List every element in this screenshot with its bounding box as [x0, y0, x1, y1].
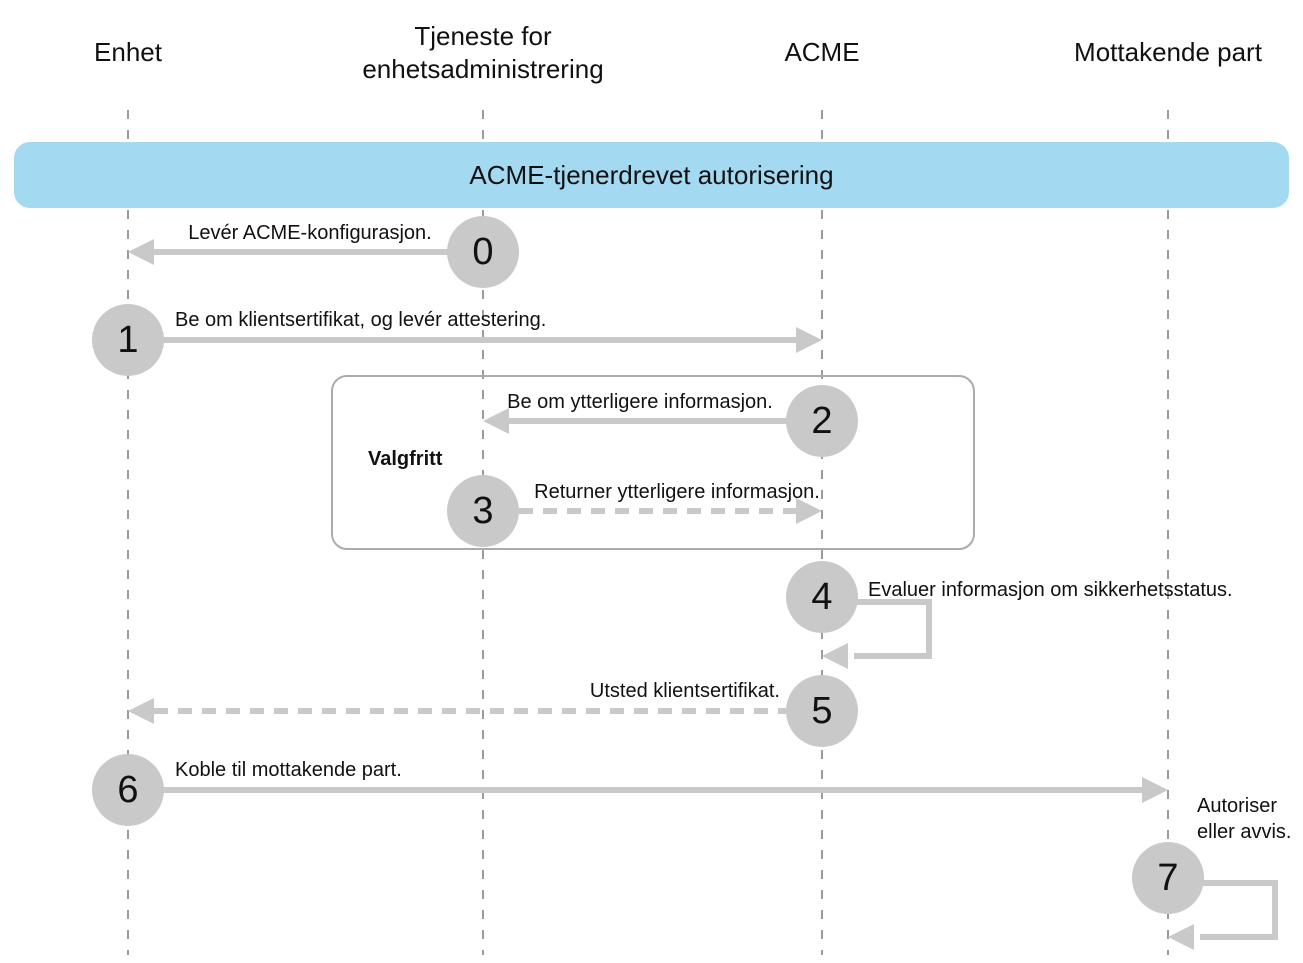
actor-label-tjeneste: Tjeneste for enhetsadministrering [362, 21, 604, 84]
message-line-step-6 [128, 787, 1142, 793]
step-circle-3: 3 [447, 475, 519, 547]
step-number-1: 1 [117, 318, 139, 361]
lifeline-acme [821, 110, 823, 955]
arrowhead-left-step-7 [1168, 924, 1194, 950]
step-circle-6: 6 [92, 754, 164, 826]
message-line-step-5 [154, 708, 786, 714]
arrowhead-left-step-4 [822, 643, 848, 669]
step-circle-7: 7 [1132, 842, 1204, 914]
step-circle-1: 1 [92, 304, 164, 376]
message-line-step-1 [128, 337, 798, 343]
diagram-title: ACME-tjenerdrevet autorisering [469, 159, 834, 190]
optional-group-label: Valgfritt [368, 448, 443, 470]
step-circle-0: 0 [447, 216, 519, 288]
lifeline-enhet [127, 110, 129, 955]
arrowhead-right-step-1 [796, 327, 822, 353]
arrowhead-left-step-5 [128, 698, 154, 724]
actor-label-mottakende: Mottakende part [1074, 37, 1262, 67]
message-line-step-0 [152, 249, 483, 255]
step-number-6: 6 [117, 768, 139, 811]
step-number-0: 0 [472, 230, 494, 273]
optional-group-box [331, 375, 975, 550]
step-number-4: 4 [811, 575, 833, 618]
message-line-step-2 [509, 418, 822, 424]
arrowhead-left-step-2 [483, 408, 509, 434]
step-circle-4: 4 [786, 561, 858, 633]
diagram-title-banner: ACME-tjenerdrevet autorisering [14, 142, 1289, 208]
arrowhead-right-step-6 [1142, 777, 1168, 803]
message-line-step-3 [519, 508, 796, 514]
message-label-step-6: Koble til mottakende part. [175, 759, 402, 781]
step-number-7: 7 [1157, 856, 1179, 899]
step-number-2: 2 [811, 399, 833, 442]
arrowhead-left-step-0 [128, 239, 154, 265]
step-circle-5: 5 [786, 675, 858, 747]
message-label-step-3: Returner ytterligere informasjon. [534, 481, 820, 503]
message-label-step-7: Autoriser eller avvis. [1197, 795, 1292, 843]
step-number-5: 5 [811, 689, 833, 732]
lifeline-mottakende [1167, 110, 1169, 955]
step-circle-2: 2 [786, 385, 858, 457]
self-loop-step-7 [1200, 880, 1278, 940]
actor-label-acme: ACME [784, 37, 860, 67]
message-label-step-4: Evaluer informasjon om sikkerhetsstatus. [868, 579, 1233, 601]
message-label-step-1: Be om klientsertifikat, og levér atteste… [175, 309, 547, 331]
message-label-step-5: Utsted klientsertifikat. [589, 680, 780, 702]
arrowhead-right-step-3 [796, 498, 822, 524]
message-label-step-0: Levér ACME-konfigurasjon. [188, 222, 432, 244]
step-number-3: 3 [472, 489, 494, 532]
message-label-step-2: Be om ytterligere informasjon. [507, 391, 773, 413]
actor-label-enhet: Enhet [94, 37, 162, 67]
self-loop-step-4 [854, 599, 932, 659]
